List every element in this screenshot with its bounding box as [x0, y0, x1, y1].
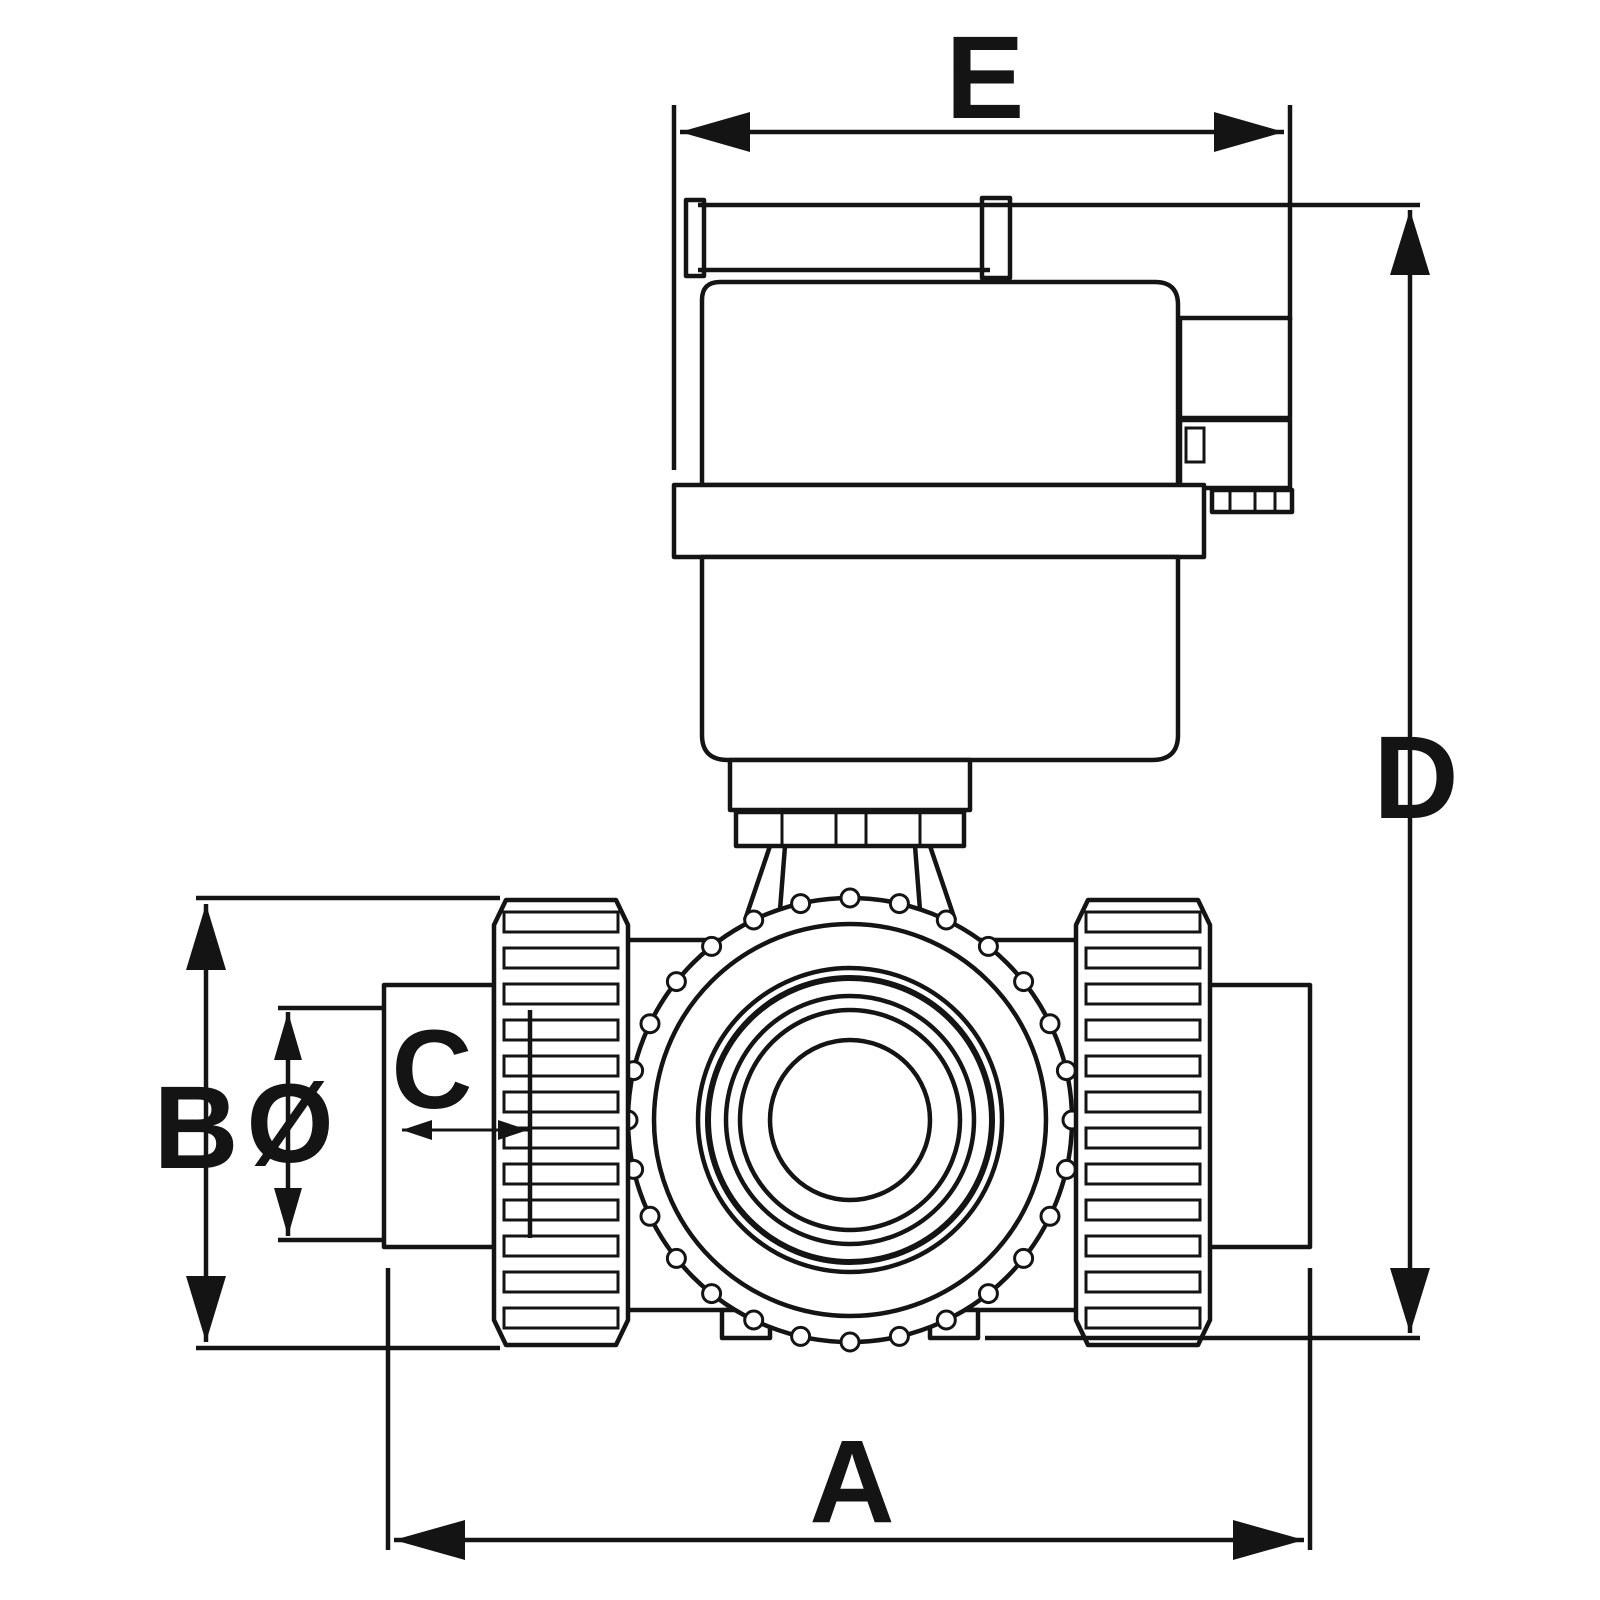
actuator-housing-lower: [699, 554, 1181, 763]
union-rib: [1084, 1054, 1202, 1078]
b-arrow-top: [186, 904, 226, 970]
union-rib: [1084, 1234, 1202, 1258]
union-rib: [502, 1234, 620, 1258]
union-rib: [502, 1162, 620, 1186]
actuator-right-lug: [979, 195, 1013, 281]
actuator-side-box: [1177, 315, 1293, 421]
dia-arrow-bottom: [274, 1188, 302, 1236]
union-rib: [502, 982, 620, 1006]
d-arrow-bottom: [1390, 1268, 1430, 1333]
dimension-label-diameter: Ø: [246, 1061, 333, 1186]
actuator: [671, 195, 1295, 921]
knurl-bump: [1055, 1158, 1077, 1180]
knurl-bump: [1039, 1013, 1061, 1035]
union-rib: [502, 910, 620, 934]
dia-arrow-top: [274, 1012, 302, 1060]
knurl-bump: [790, 1325, 812, 1347]
d-arrow-top: [1390, 210, 1430, 275]
knurl-bump: [639, 1205, 661, 1227]
knurl-bump: [790, 893, 812, 915]
union-rib: [1084, 1306, 1202, 1330]
union-rib: [1084, 1126, 1202, 1150]
union-rib: [1084, 1018, 1202, 1042]
actuator-coupling: [733, 809, 967, 849]
knurl-bump: [701, 935, 723, 957]
c-arrow-right: [498, 1120, 528, 1140]
center-union-nut: [625, 895, 1075, 1345]
union-rib: [502, 1198, 620, 1222]
knurl-bump: [977, 1283, 999, 1305]
actuator-collar: [671, 482, 1207, 560]
union-rib: [502, 1090, 620, 1114]
knurl-bump: [935, 909, 957, 931]
b-arrow-bottom: [186, 1276, 226, 1342]
union-rib: [502, 946, 620, 970]
actuator-cable-gland: [1209, 487, 1295, 515]
knurl-bump: [743, 909, 765, 931]
union-rib: [1084, 1198, 1202, 1222]
union-rib: [1084, 946, 1202, 970]
knurl-bump: [888, 893, 910, 915]
knurl-bump: [1039, 1205, 1061, 1227]
knurl-bump: [665, 971, 687, 993]
knurl-bump: [1013, 1247, 1035, 1269]
knurl-bump: [743, 1309, 765, 1331]
knurl-bump: [665, 1247, 687, 1269]
knurl-bump: [701, 1283, 723, 1305]
knurl-bump: [639, 1013, 661, 1035]
right-pipe-end: [1192, 982, 1313, 1250]
union-rib: [1084, 910, 1202, 934]
union-rib: [502, 1018, 620, 1042]
valve-body: [381, 887, 1313, 1353]
bore-circle: [767, 1037, 933, 1203]
dimension-label-c: C: [392, 1007, 473, 1132]
union-rib: [1084, 1162, 1202, 1186]
c-arrow-left: [402, 1120, 432, 1140]
union-rib: [1084, 1270, 1202, 1294]
actuator-connector: [1177, 417, 1293, 491]
knurl-bump: [935, 1309, 957, 1331]
knurl-bump: [839, 887, 861, 909]
actuator-neck: [727, 757, 973, 813]
knurl-bump: [888, 1325, 910, 1347]
union-rib: [1084, 1090, 1202, 1114]
knurl-bump: [1013, 971, 1035, 993]
right-union-nut: [1073, 897, 1213, 1348]
dimension-lines: [186, 105, 1430, 1560]
a-arrow-right: [1233, 1520, 1304, 1560]
knurl-bump: [839, 1331, 861, 1353]
actuator-housing-upper: [699, 279, 1181, 488]
union-rib: [1084, 982, 1202, 1006]
union-rib: [502, 1054, 620, 1078]
dimension-label-b: B: [153, 1062, 238, 1194]
knurl-bump: [1055, 1060, 1077, 1082]
dimension-label-d: D: [1373, 712, 1458, 844]
actuator-left-lug: [683, 197, 707, 279]
a-arrow-left: [394, 1520, 465, 1560]
dimension-label-e: E: [946, 12, 1025, 144]
union-rib: [502, 1270, 620, 1294]
knurl-bump: [977, 935, 999, 957]
left-union-nut: [491, 897, 631, 1348]
e-arrow-right: [1214, 112, 1284, 152]
dimension-label-a: A: [809, 1416, 894, 1548]
union-rib: [502, 1306, 620, 1330]
e-arrow-left: [680, 112, 750, 152]
